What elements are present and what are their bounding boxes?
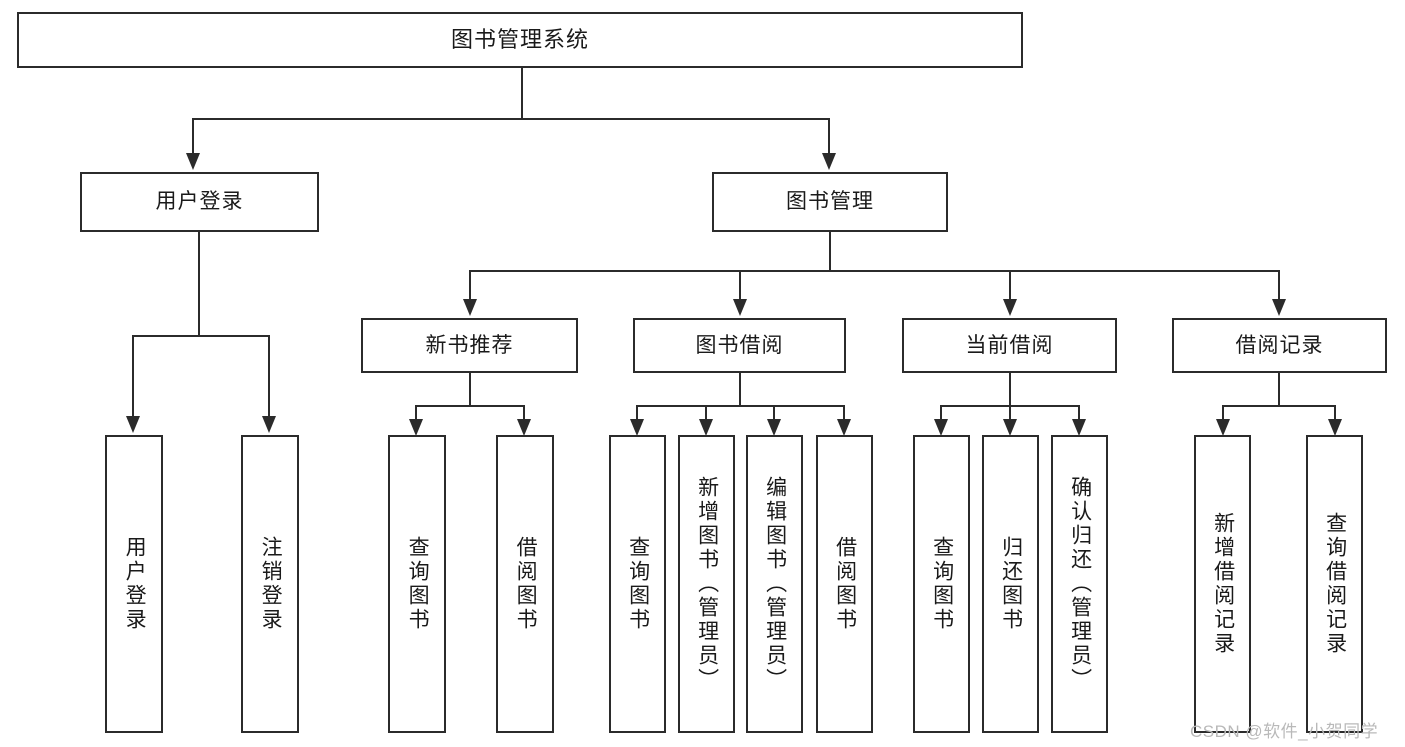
node-label: 注销登录 xyxy=(259,536,283,632)
edge-bookmgmt-to-l3-2 xyxy=(1009,270,1011,302)
arrowhead-newbook-to-leaf-0 xyxy=(409,419,423,436)
leaf-user-login-1[interactable]: 注销登录 xyxy=(241,435,299,733)
node-label: 图书借阅 xyxy=(695,333,784,357)
arrowhead-bookborrow-to-leaf-2 xyxy=(767,419,781,436)
leaf-current-borrow-2[interactable]: 确认归还（管理员） xyxy=(1051,435,1108,733)
leaf-new-book-recommend-1[interactable]: 借阅图书 xyxy=(496,435,554,733)
node-label: 编辑图书（管理员） xyxy=(763,476,787,692)
edge-bookmgmt-to-l3-0 xyxy=(469,270,471,302)
edge-bookborrow-to-leaf-1 xyxy=(705,405,707,422)
leaf-book-borrow-3[interactable]: 借阅图书 xyxy=(816,435,873,733)
node-new-book-recommend[interactable]: 新书推荐 xyxy=(361,318,578,373)
edge-newbook-to-leaf-1 xyxy=(523,405,525,422)
arrowhead-currentborrow-to-leaf-1 xyxy=(1003,419,1017,436)
leaf-user-login-0[interactable]: 用户登录 xyxy=(105,435,163,733)
edge-currentborrow-to-leaf-1 xyxy=(1009,405,1011,422)
node-label: 查询图书 xyxy=(930,536,954,632)
edge-root-bus xyxy=(192,118,830,120)
edge-currentborrow-to-leaf-2 xyxy=(1078,405,1080,422)
node-borrow-record[interactable]: 借阅记录 xyxy=(1172,318,1387,373)
node-label: 查询借阅记录 xyxy=(1323,512,1347,656)
node-label: 新增借阅记录 xyxy=(1211,512,1235,656)
node-label: 图书管理系统 xyxy=(450,26,589,52)
node-root-system[interactable]: 图书管理系统 xyxy=(17,12,1023,68)
leaf-current-borrow-0[interactable]: 查询图书 xyxy=(913,435,970,733)
leaf-borrow-record-0[interactable]: 新增借阅记录 xyxy=(1194,435,1251,733)
node-label: 图书管理 xyxy=(786,190,874,214)
edge-root-stem xyxy=(521,68,523,119)
arrowhead-bookborrow-to-leaf-3 xyxy=(837,419,851,436)
edge-root-to-userlogin xyxy=(192,118,194,156)
edge-bookmgmt-bus xyxy=(469,270,1280,272)
edge-userlogin-to-leaf-0 xyxy=(132,335,134,419)
edge-bookmgmt-stem xyxy=(829,232,831,271)
edge-borrowrecord-to-leaf-0 xyxy=(1222,405,1224,422)
leaf-new-book-recommend-0[interactable]: 查询图书 xyxy=(388,435,446,733)
arrowhead-borrowrecord-to-leaf-0 xyxy=(1216,419,1230,436)
edge-currentborrow-stem xyxy=(1009,373,1011,406)
node-label: 归还图书 xyxy=(999,536,1023,632)
node-label: 查询图书 xyxy=(406,536,430,632)
arrowhead-bookmgmt-to-l3-3 xyxy=(1272,299,1286,316)
csdn-watermark: CSDN @软件_小贺同学 xyxy=(1190,722,1379,741)
arrowhead-newbook-to-leaf-1 xyxy=(517,419,531,436)
arrowhead-currentborrow-to-leaf-0 xyxy=(934,419,948,436)
edge-newbook-stem xyxy=(469,373,471,406)
edge-borrowrecord-to-leaf-1 xyxy=(1334,405,1336,422)
arrowhead-currentborrow-to-leaf-2 xyxy=(1072,419,1086,436)
arrowhead-root-to-bookmgmt xyxy=(822,153,836,170)
edge-newbook-to-leaf-0 xyxy=(415,405,417,422)
leaf-borrow-record-1[interactable]: 查询借阅记录 xyxy=(1306,435,1363,733)
arrowhead-userlogin-to-leaf-0 xyxy=(126,416,140,433)
arrowhead-bookmgmt-to-l3-0 xyxy=(463,299,477,316)
edge-bookmgmt-to-l3-3 xyxy=(1278,270,1280,302)
leaf-book-borrow-2[interactable]: 编辑图书（管理员） xyxy=(746,435,803,733)
arrowhead-bookborrow-to-leaf-0 xyxy=(630,419,644,436)
node-label: 用户登录 xyxy=(155,190,244,214)
edge-userlogin-bus xyxy=(132,335,269,337)
edge-newbook-bus xyxy=(415,405,525,407)
arrowhead-bookmgmt-to-l3-2 xyxy=(1003,299,1017,316)
arrowhead-userlogin-to-leaf-1 xyxy=(262,416,276,433)
edge-borrowrecord-stem xyxy=(1278,373,1280,406)
node-label: 借阅图书 xyxy=(833,536,857,632)
node-label: 借阅记录 xyxy=(1235,333,1324,357)
node-label: 当前借阅 xyxy=(965,333,1054,357)
edge-currentborrow-to-leaf-0 xyxy=(940,405,942,422)
edge-bookborrow-to-leaf-0 xyxy=(636,405,638,422)
node-current-borrow[interactable]: 当前借阅 xyxy=(902,318,1117,373)
node-label: 借阅图书 xyxy=(514,536,538,632)
arrowhead-borrowrecord-to-leaf-1 xyxy=(1328,419,1342,436)
edge-root-to-bookmgmt xyxy=(828,118,830,156)
node-book-borrow[interactable]: 图书借阅 xyxy=(633,318,846,373)
node-label: 新增图书（管理员） xyxy=(695,476,719,692)
node-label: 确认归还（管理员） xyxy=(1068,476,1092,692)
edge-borrowrecord-bus xyxy=(1222,405,1336,407)
leaf-book-borrow-0[interactable]: 查询图书 xyxy=(609,435,666,733)
node-book-management[interactable]: 图书管理 xyxy=(712,172,948,232)
node-label: 用户登录 xyxy=(123,536,147,632)
edge-userlogin-to-leaf-1 xyxy=(268,335,270,419)
edge-userlogin-stem xyxy=(198,232,200,336)
edge-bookborrow-to-leaf-3 xyxy=(843,405,845,422)
leaf-current-borrow-1[interactable]: 归还图书 xyxy=(982,435,1039,733)
edge-bookmgmt-to-l3-1 xyxy=(739,270,741,302)
edge-bookborrow-stem xyxy=(739,373,741,406)
leaf-book-borrow-1[interactable]: 新增图书（管理员） xyxy=(678,435,735,733)
node-label: 新书推荐 xyxy=(425,333,514,357)
node-label: 查询图书 xyxy=(626,536,650,632)
arrowhead-bookmgmt-to-l3-1 xyxy=(733,299,747,316)
arrowhead-bookborrow-to-leaf-1 xyxy=(699,419,713,436)
edge-bookborrow-bus xyxy=(636,405,845,407)
edge-bookborrow-to-leaf-2 xyxy=(773,405,775,422)
arrowhead-root-to-userlogin xyxy=(186,153,200,170)
node-user-login[interactable]: 用户登录 xyxy=(80,172,319,232)
